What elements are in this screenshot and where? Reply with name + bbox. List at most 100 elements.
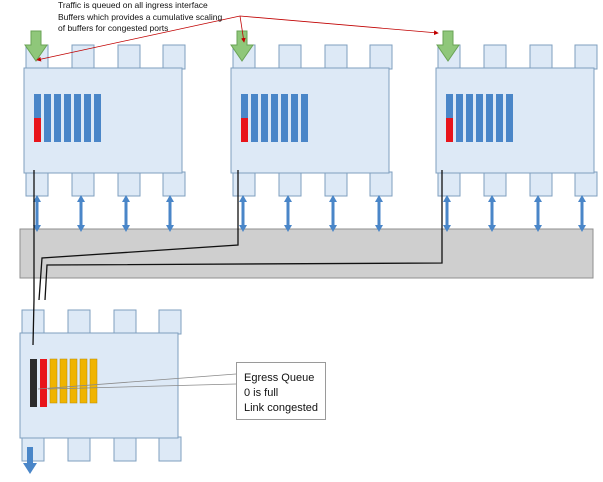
arrow-head-up <box>488 195 496 202</box>
annotation-line-3: of buffers for congested ports <box>58 23 169 33</box>
egress-output-arrow-icon <box>23 447 37 474</box>
arrow-head-up <box>122 195 130 202</box>
congested-queue-bar <box>34 118 41 142</box>
queue-bar <box>69 358 78 404</box>
queue-bar <box>79 358 88 404</box>
fabric-link-arrow-icon <box>534 195 542 232</box>
port-tab-bottom <box>574 171 598 197</box>
arrow-head-up <box>578 195 586 202</box>
queue-bar <box>84 94 91 142</box>
queue-bar <box>44 94 51 142</box>
annotation-pointer <box>239 15 246 43</box>
port-tab-bottom <box>483 171 507 197</box>
port-tab-top <box>158 309 182 335</box>
full-queue-bar <box>30 359 37 407</box>
fabric-link-arrow-icon <box>284 195 292 232</box>
congested-queue-bar <box>446 118 453 142</box>
fabric-link-arrow-icon <box>488 195 496 232</box>
ingress-arrow-icon <box>436 30 460 62</box>
queue-bar <box>281 94 288 142</box>
traffic-path <box>32 170 35 346</box>
callout-line-2: 0 is full <box>244 387 279 399</box>
fabric-link-arrow-icon <box>122 195 130 232</box>
queue-bar <box>271 94 278 142</box>
queue-bar <box>291 94 298 142</box>
callout-line-3: Link congested <box>244 402 318 414</box>
fabric-link-arrow-icon <box>578 195 586 232</box>
queue-bar <box>34 94 41 118</box>
queue-bar <box>446 94 453 118</box>
arrow-head-down <box>578 225 586 232</box>
ingress-arrow-icon <box>24 30 48 62</box>
annotation-pointer <box>36 15 241 62</box>
queue-bar <box>301 94 308 142</box>
arrow-head-down <box>488 225 496 232</box>
port-tab-bottom <box>437 171 461 197</box>
queue-bar <box>456 94 463 142</box>
callout-leader <box>37 373 237 390</box>
port-tab-top <box>67 309 91 335</box>
ingress-arrow-icon <box>230 30 254 62</box>
arrow-head-up <box>375 195 383 202</box>
port-tab-top <box>278 44 302 70</box>
port-tab-bottom <box>324 171 348 197</box>
port-tab-bottom <box>71 171 95 197</box>
fabric-link-arrow-icon <box>77 195 85 232</box>
port-tab-top <box>113 309 137 335</box>
queue-bar <box>54 94 61 142</box>
traffic-path <box>44 170 443 301</box>
port-tab-bottom <box>67 436 91 462</box>
queue-bar <box>241 94 248 118</box>
port-tab-bottom <box>278 171 302 197</box>
congested-queue-bar <box>241 118 248 142</box>
arrow-head-down <box>77 225 85 232</box>
arrow-head-up <box>33 195 41 202</box>
queue-bar <box>476 94 483 142</box>
fabric-link-arrow-icon <box>166 195 174 232</box>
fabric-link-arrow-icon <box>239 195 247 232</box>
port-tab-top <box>369 44 393 70</box>
queue-bar <box>251 94 258 142</box>
queue-bar <box>486 94 493 142</box>
queue-bar <box>496 94 503 142</box>
arrow-head-down <box>329 225 337 232</box>
port-tab-bottom <box>117 171 141 197</box>
full-queue-bar <box>40 359 47 407</box>
queue-bar <box>94 94 101 142</box>
fabric-link-arrow-icon <box>33 195 41 232</box>
port-tab-bottom <box>529 171 553 197</box>
queue-bar <box>59 358 68 404</box>
port-tab-bottom <box>25 171 49 197</box>
arrow-head-down <box>534 225 542 232</box>
arrow-head-up <box>443 195 451 202</box>
arrow-head-down <box>443 225 451 232</box>
port-tab-top <box>162 44 186 70</box>
annotation-pointer <box>239 15 439 36</box>
queue-bar <box>261 94 268 142</box>
ingress-linecard-1 <box>23 44 186 197</box>
port-tab-bottom <box>113 436 137 462</box>
port-tab-top <box>529 44 553 70</box>
fabric-link-arrow-icon <box>443 195 451 232</box>
traffic-path <box>38 170 239 301</box>
ingress-annotation: Traffic is queued on all ingress interfa… <box>58 0 222 35</box>
queue-bar <box>89 358 98 404</box>
arrow-head-down <box>375 225 383 232</box>
port-tab-bottom <box>158 436 182 462</box>
port-tab-top <box>574 44 598 70</box>
queue-bar <box>74 94 81 142</box>
port-tab-top <box>324 44 348 70</box>
queue-bar <box>64 94 71 142</box>
port-tab-bottom <box>369 171 393 197</box>
annotation-line-2: Buffers which provides a cumulative scal… <box>58 11 223 22</box>
callout-leader <box>47 383 237 390</box>
port-tab-top <box>117 44 141 70</box>
arrow-head-down <box>33 225 41 232</box>
ingress-linecard-3 <box>435 44 598 197</box>
arrow-head-up <box>284 195 292 202</box>
fabric-link-arrow-icon <box>329 195 337 232</box>
annotation-line-1: Traffic is queued on all ingress interfa… <box>58 0 208 10</box>
arrow-head-up <box>166 195 174 202</box>
fabric-link-arrow-icon <box>375 195 383 232</box>
